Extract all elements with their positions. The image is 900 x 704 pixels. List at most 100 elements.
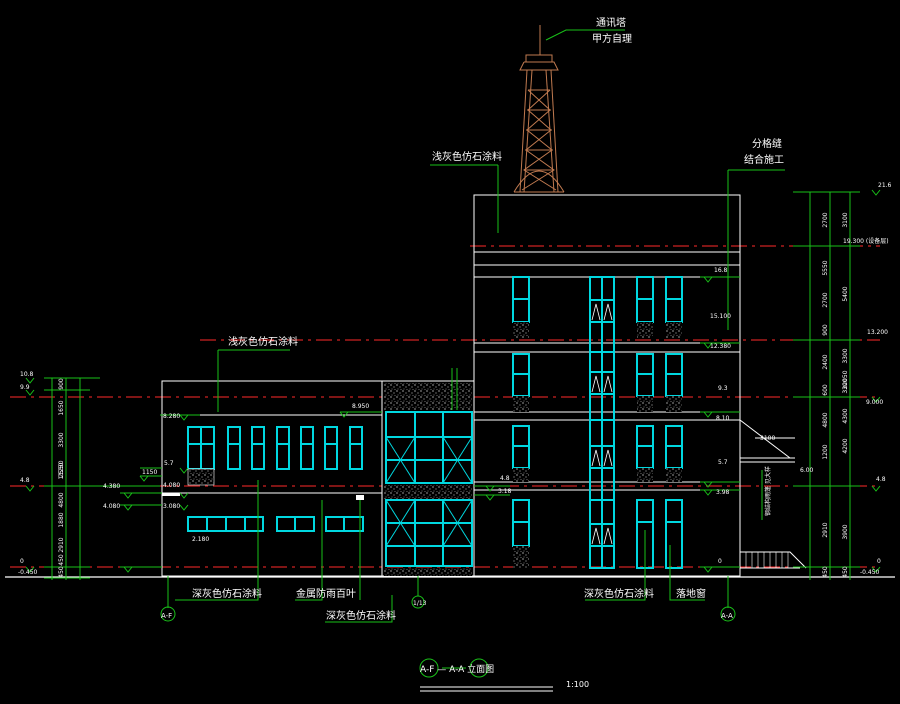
curtain-wall-lower xyxy=(385,499,473,567)
level-8-1: 8.10 xyxy=(716,415,730,422)
dimension-text: 3100 xyxy=(842,212,849,227)
stone-band-bottom xyxy=(384,568,472,576)
dimension-lines xyxy=(44,191,860,580)
title-bubble-left xyxy=(419,658,439,678)
stair-chevrons xyxy=(591,303,613,545)
level-0-right: 0 xyxy=(877,558,881,565)
level-8-95: 8.950 xyxy=(352,403,369,410)
level-3-08: 3.080 xyxy=(163,503,180,510)
level-13-2: 13.200 xyxy=(867,329,888,336)
callout-floor-window: 落地窗 xyxy=(676,587,706,600)
dimension-text: 3300 xyxy=(842,348,849,363)
dimension-text: 22050 xyxy=(842,370,849,389)
dimension-text: 4300 xyxy=(842,408,849,423)
dimension-text: 2400 xyxy=(822,354,829,369)
dimension-text: 3300 xyxy=(842,378,849,393)
stone-panel xyxy=(187,468,215,486)
level-15-1: 15.100 xyxy=(710,313,731,320)
dimension-text: 900 xyxy=(58,378,65,390)
dimension-text: 450 xyxy=(822,566,829,578)
axis-label-left: A-F xyxy=(161,612,172,620)
tall-block-windows xyxy=(512,276,683,569)
dimension-text: 1880 xyxy=(58,512,65,527)
window xyxy=(300,426,314,470)
callout-dark-stone-mid: 深灰色仿石涂料 xyxy=(326,609,396,622)
level-9-9: 9.9 xyxy=(20,384,30,391)
window xyxy=(227,426,241,470)
level-5-7-left: 5.7 xyxy=(164,460,174,467)
axis-bubbles xyxy=(160,595,736,678)
level-16-8: 16.8 xyxy=(714,267,728,274)
callout-metal-louver: 金属防雨百叶 xyxy=(296,587,356,600)
dimension-text: 11250 xyxy=(58,460,65,479)
dimension-text: 1200 xyxy=(822,444,829,459)
tower-label-1: 通讯塔 xyxy=(596,16,626,29)
tower-label-2: 甲方自理 xyxy=(592,32,632,45)
callout-canopy-note: 钢结构雨篷 见大样 xyxy=(764,466,772,516)
dimension-text: 4800 xyxy=(58,492,65,507)
level-neg-045-left: -0.450 xyxy=(18,569,38,576)
dimension-text: 5400 xyxy=(842,286,849,301)
dim-1150: 1150 xyxy=(142,469,157,476)
curtain-wall-upper xyxy=(385,411,473,484)
level-3-98: 3.98 xyxy=(716,489,730,496)
glass-stair-block xyxy=(381,368,475,577)
leader-lines xyxy=(167,29,785,623)
level-9-3: 9.3 xyxy=(718,385,728,392)
level-neg-045-right: -0.450 xyxy=(860,569,880,576)
axis-label-mid: 1/13 xyxy=(413,600,427,607)
level-4-8-mid: 4.8 xyxy=(500,475,510,482)
communication-tower xyxy=(513,25,565,193)
title-bubble-right xyxy=(469,658,489,678)
dimension-text: 2700 xyxy=(822,292,829,307)
axis-bubble-mid xyxy=(411,595,425,609)
callout-dark-stone-left: 深灰色仿石涂料 xyxy=(192,587,262,600)
level-0-mid: 0 xyxy=(718,558,722,565)
callout-light-stone-top: 浅灰色仿石涂料 xyxy=(432,150,502,163)
level-4-38: 4.380 xyxy=(103,483,120,490)
window xyxy=(251,426,265,470)
stone-band-mid xyxy=(384,485,472,499)
dim-3100: 3100 xyxy=(760,435,775,442)
dimension-text: 1650 xyxy=(58,400,65,415)
floor-window xyxy=(665,499,683,569)
level-8-28: 8.280 xyxy=(163,413,180,420)
level-19-3: 19.300 (设备层) xyxy=(843,237,889,245)
dimension-text: 5550 xyxy=(822,260,829,275)
level-4-8-left: 4.8 xyxy=(20,477,30,484)
entry-stair xyxy=(740,551,807,569)
level-2-18: 2.180 xyxy=(192,536,209,543)
canopy-bar xyxy=(162,493,180,496)
level-0-left: 0 xyxy=(20,558,24,565)
dimension-text: 600 xyxy=(822,384,829,396)
axis-label-right: A-A xyxy=(721,612,733,620)
level-3-18: 3.18 xyxy=(498,488,512,495)
window xyxy=(324,426,338,470)
callout-split-line-2: 结合施工 xyxy=(744,153,784,166)
side-canopy xyxy=(739,419,807,569)
level-4-08-b: 4.080 xyxy=(103,503,120,510)
level-12-38: 12.380 xyxy=(710,343,731,350)
louver-vent xyxy=(356,495,364,500)
level-10-8: 10.8 xyxy=(20,371,34,378)
level-21-6: 21.6 xyxy=(878,182,892,189)
callout-dark-stone-right: 深灰色仿石涂料 xyxy=(584,587,654,600)
dimension-text: 450 xyxy=(58,554,65,566)
dimension-text: 2550 xyxy=(58,462,65,477)
level-4-8-right: 4.8 xyxy=(876,476,886,483)
callout-light-stone-left: 浅灰色仿石涂料 xyxy=(228,335,298,348)
dimension-text: 450 xyxy=(58,566,65,578)
drawing-scale: 1:100 xyxy=(566,680,589,689)
dimension-text: 3300 xyxy=(58,432,65,447)
dimension-text: 4200 xyxy=(842,438,849,453)
dimension-text: 4800 xyxy=(822,412,829,427)
dimension-text: 2700 xyxy=(822,212,829,227)
axis-bubble-right xyxy=(720,606,736,622)
callout-split-line-1: 分格缝 xyxy=(752,137,782,150)
left-upper-windows xyxy=(187,426,363,470)
